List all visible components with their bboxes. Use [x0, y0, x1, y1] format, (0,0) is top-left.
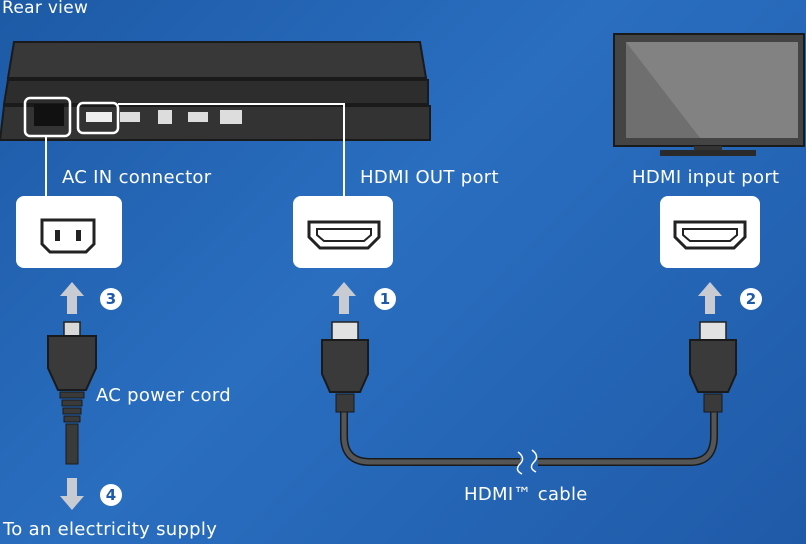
- arrow-up-step-2: [698, 282, 722, 314]
- ac-in-port: [34, 104, 64, 126]
- hdmi-cable-label: HDMI™ cable: [464, 484, 588, 505]
- hdmi-out-icon: [307, 220, 381, 250]
- ac-in-highlight: [23, 96, 72, 138]
- ac-in-label: AC IN connector: [62, 167, 212, 188]
- ac-in-card: [16, 196, 122, 268]
- arrow-up-step-1: [332, 282, 356, 314]
- hdmi-out-label: HDMI OUT port: [360, 167, 499, 188]
- lan-port: [220, 110, 242, 124]
- step-2-badge: 2: [740, 288, 762, 310]
- step-1-badge: 1: [374, 288, 396, 310]
- arrow-down-step-4: [60, 478, 84, 510]
- arrow-up-step-3: [60, 282, 84, 314]
- electricity-supply-label: To an electricity supply: [3, 519, 218, 540]
- console-rear: [0, 41, 431, 141]
- usb-port-2: [188, 112, 208, 122]
- ac-cord-label: AC power cord: [96, 385, 231, 406]
- hdmi-in-icon: [673, 220, 747, 250]
- diagram-title: Rear view: [2, 0, 89, 18]
- hdmi-cable: [321, 321, 737, 475]
- tv: [613, 33, 805, 156]
- ac-in-icon: [40, 218, 96, 254]
- hdmi-out-highlight: [76, 101, 120, 135]
- hdmi-out-port: [86, 112, 112, 122]
- hdmi-out-leader: [118, 103, 345, 196]
- step-4-badge: 4: [100, 484, 122, 506]
- ac-power-cord: [47, 321, 97, 465]
- hdmi-in-card: [660, 196, 760, 268]
- hdmi-in-label: HDMI input port: [632, 167, 780, 188]
- step-3-badge: 3: [100, 288, 122, 310]
- optical-port: [158, 110, 172, 124]
- usb-port-1: [120, 112, 140, 122]
